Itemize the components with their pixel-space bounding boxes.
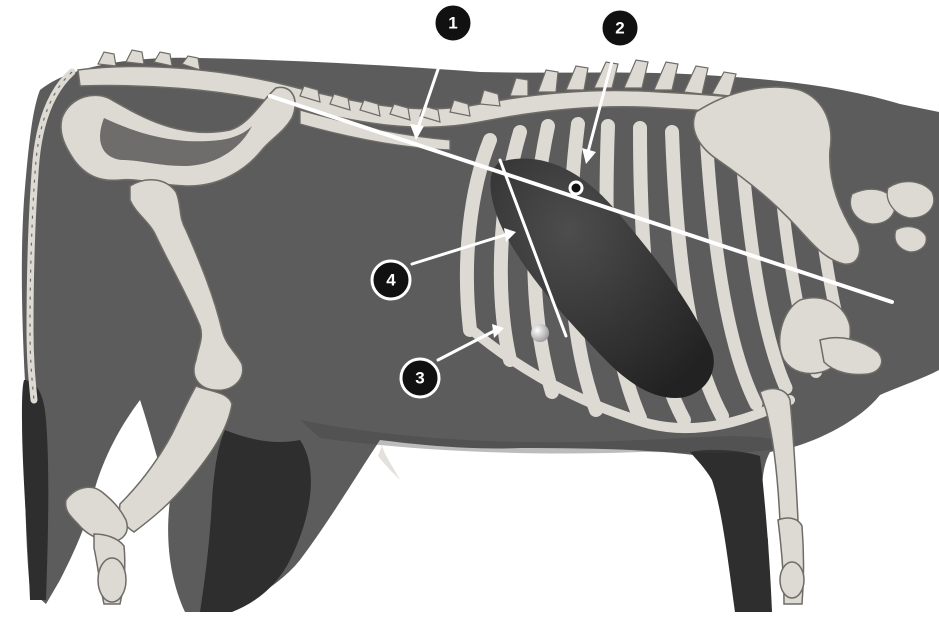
fore-leg-dark — [690, 450, 772, 612]
callout-1-label: 1 — [448, 14, 457, 33]
callout-3: 3 — [401, 359, 439, 397]
tail-switch — [22, 380, 48, 600]
callout-2: 2 — [601, 9, 639, 47]
callout-4: 4 — [372, 261, 410, 299]
callout-1: 1 — [434, 4, 472, 42]
callout-4-label: 4 — [386, 271, 396, 290]
reference-point — [570, 182, 582, 194]
organ-pointer-ball — [531, 324, 549, 342]
callout-3-label: 3 — [415, 369, 424, 388]
udder-tuft — [378, 446, 400, 480]
callout-2-label: 2 — [615, 19, 624, 38]
